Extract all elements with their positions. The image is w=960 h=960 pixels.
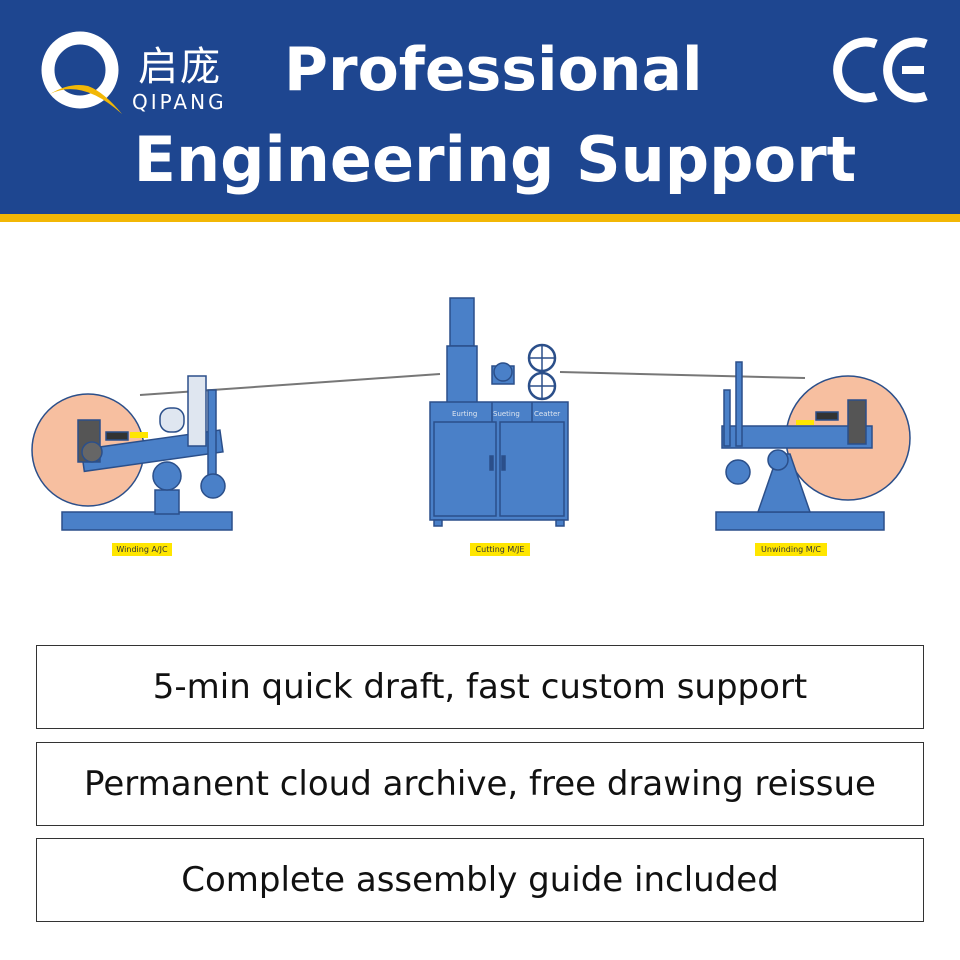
feature-box: Complete assembly guide included — [36, 838, 924, 922]
unwinding-machine — [715, 361, 911, 531]
feature-box: 5-min quick draft, fast custom support — [36, 645, 924, 729]
header-banner: 启庞 QIPANG Professional Engineering Suppo… — [0, 0, 960, 222]
qipang-logo-icon — [41, 31, 122, 114]
brand-name-cn: 启庞 — [138, 44, 222, 90]
winding-machine-tag: Winding A/JC — [112, 543, 172, 556]
unwinding-machine-tag: Unwinding M/C — [755, 543, 827, 556]
feature-box: Permanent cloud archive, free drawing re… — [36, 742, 924, 826]
cutting-machine — [429, 297, 569, 527]
unwinding-base — [715, 511, 885, 531]
wire-line — [559, 371, 806, 379]
page-title-line1: Professional — [284, 35, 703, 105]
brand-name-en: QIPANG — [132, 90, 227, 114]
diagram-svg: Eurting Sueting Ceatter — [31, 297, 911, 531]
winding-machine — [31, 375, 233, 531]
production-line-diagram: Eurting Sueting Ceatter Winding A/JC Cut… — [0, 240, 960, 600]
winding-base — [61, 511, 233, 531]
unwinding-arm — [721, 425, 873, 449]
cutting-panel-label: Ceatter — [534, 410, 560, 418]
cutting-panel-label: Eurting — [452, 410, 477, 418]
cutting-machine-tag: Cutting M/JE — [470, 543, 530, 556]
wire-line — [139, 373, 441, 396]
cutting-panel-label: Sueting — [493, 410, 520, 418]
page-title-line2: Engineering Support — [133, 123, 857, 196]
ce-mark-icon — [833, 37, 928, 103]
